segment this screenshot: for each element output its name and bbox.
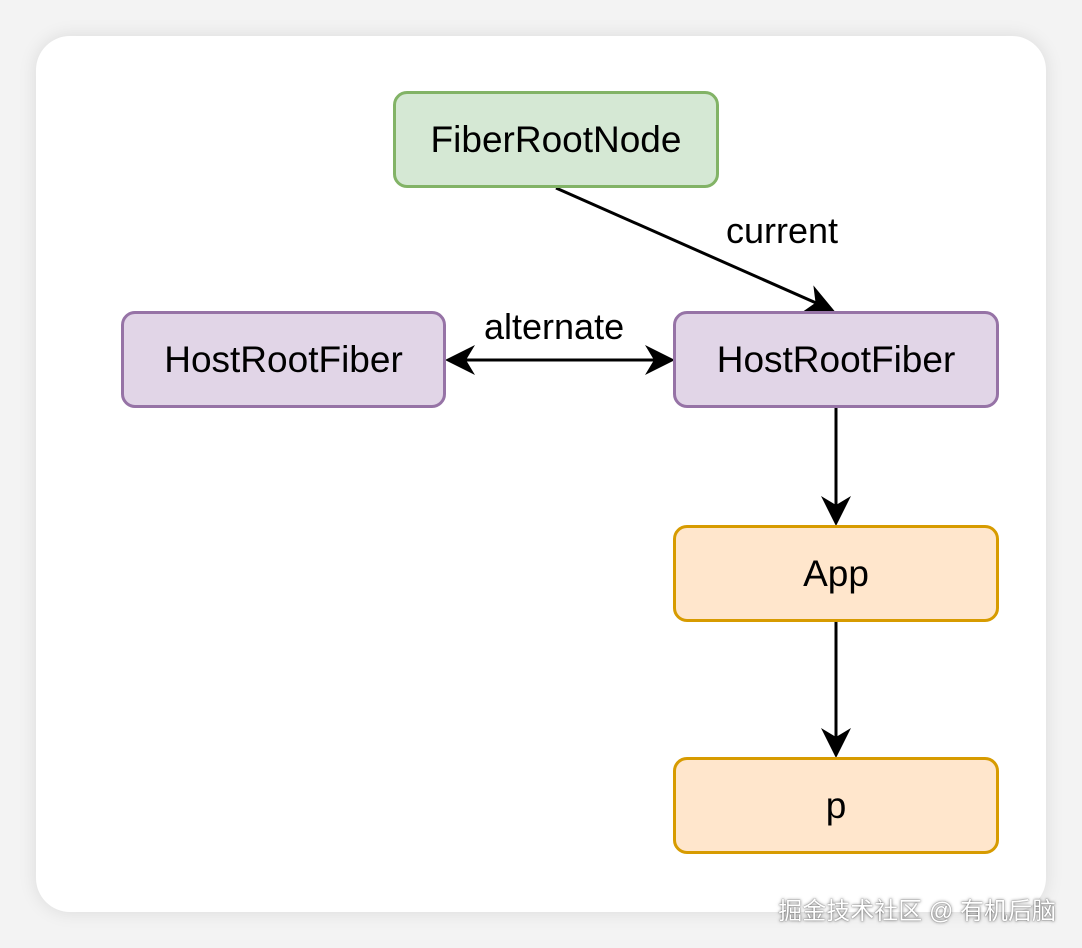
edge-label-alternate: alternate: [484, 306, 625, 347]
node-label: p: [825, 784, 847, 826]
node-label: FiberRootNode: [430, 118, 682, 160]
node-p: p: [673, 757, 999, 854]
node-app: App: [673, 525, 999, 622]
edge-current: [555, 186, 835, 313]
node-label: App: [803, 552, 869, 594]
node-fiber-root-node: FiberRootNode: [393, 91, 719, 188]
edge-label-current: current: [726, 210, 839, 251]
node-label: HostRootFiber: [716, 338, 956, 380]
node-host-root-fiber-alternate: HostRootFiber: [121, 311, 446, 408]
node-label: HostRootFiber: [164, 338, 403, 380]
node-host-root-fiber-current: HostRootFiber: [673, 311, 999, 408]
watermark: 掘金技术社区 @ 有机后脑: [778, 898, 1056, 925]
